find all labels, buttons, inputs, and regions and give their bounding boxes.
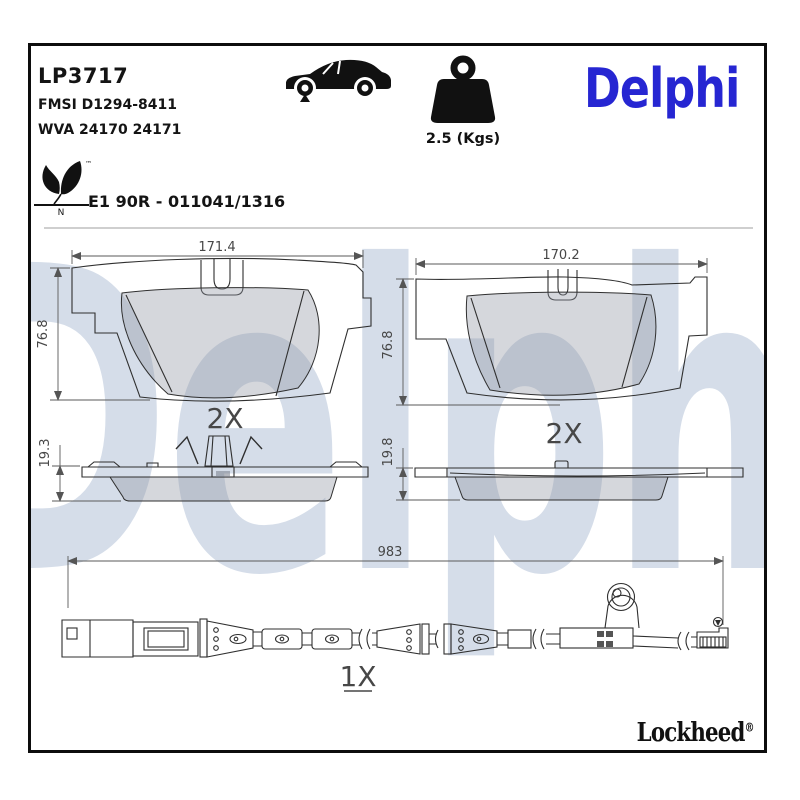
wva-reference: WVA 24170 24171	[38, 122, 182, 138]
wear-sensor-drawing: 983	[61, 545, 729, 693]
fmsi-reference: FMSI D1294-8411	[38, 97, 178, 113]
dim-left-pad-thickness: 19.3	[38, 439, 121, 502]
dim-left-pad-width: 171.4	[71, 240, 364, 268]
dim-label-right-height: 76.8	[381, 331, 396, 360]
trademark-symbol: ™	[85, 160, 92, 168]
sheet-frame: LP3717 FMSI D1294-8411 WVA 24170 24171 D…	[28, 43, 767, 753]
dim-right-pad-width: 170.2	[415, 248, 708, 275]
delphi-logo: Delphi	[584, 57, 740, 120]
dim-right-pad-thickness: 19.8	[381, 438, 460, 501]
right-pad-side-view	[414, 460, 744, 501]
leaf-n-label: N	[58, 208, 65, 218]
front-axle-car-icon	[286, 59, 391, 102]
homologation-number: E1 90R - 011041/1316	[88, 192, 286, 211]
left-pad-side-view	[81, 435, 369, 502]
dim-label-left-width: 171.4	[198, 240, 235, 255]
lockheed-text: Lockheed	[637, 718, 746, 748]
right-pad-quantity: 2X	[546, 417, 583, 450]
left-pad-front-view	[71, 257, 372, 402]
dim-label-right-thickness: 19.8	[381, 438, 396, 467]
front-position-arrow-icon	[300, 94, 310, 102]
lockheed-logo: Lockheed®	[637, 718, 755, 748]
left-pad-quantity: 2X	[207, 402, 244, 435]
weight-value: 2.5 (Kgs)	[426, 131, 500, 147]
dim-label-left-thickness: 19.3	[38, 439, 53, 468]
dim-label-sensor-length: 983	[378, 545, 403, 560]
dim-label-right-width: 170.2	[542, 248, 579, 263]
dim-label-left-height: 76.8	[36, 320, 51, 349]
weight-icon: 2.5 (Kgs)	[426, 55, 500, 147]
registered-mark: ®	[744, 720, 755, 735]
part-number: LP3717	[38, 64, 129, 88]
spring-clip	[175, 435, 263, 478]
sensor-quantity: 1X	[340, 660, 377, 693]
dim-right-pad-height: 76.8	[381, 278, 560, 406]
header-separator	[44, 227, 753, 229]
dim-sensor-length: 983	[67, 545, 724, 625]
eco-leaf-icon: N ™	[34, 160, 92, 218]
right-pad-front-view	[415, 269, 708, 401]
dim-left-pad-height: 76.8	[36, 267, 150, 401]
technical-drawing: 171.4 76.8 2X	[36, 240, 744, 693]
